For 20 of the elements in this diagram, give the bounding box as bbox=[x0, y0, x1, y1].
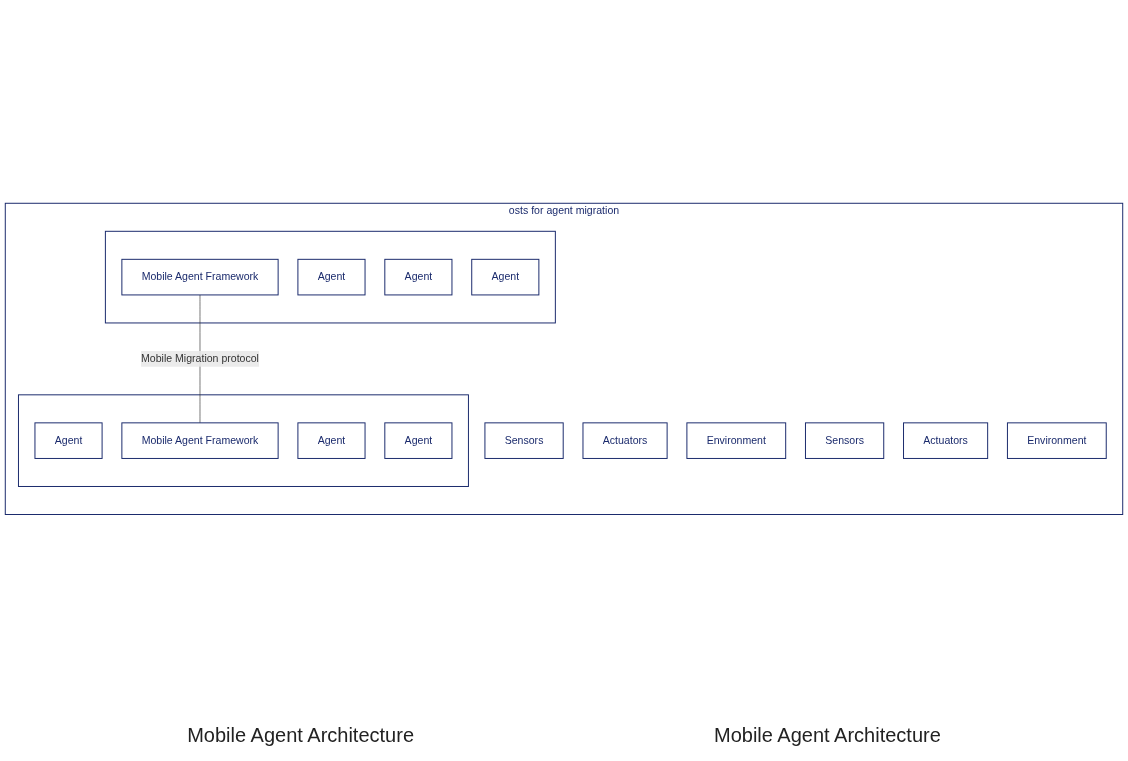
architecture-caption: Mobile Agent Architecture bbox=[714, 724, 941, 747]
node-box: Environment bbox=[686, 422, 787, 460]
node-box: Actuators bbox=[582, 422, 668, 460]
node-box: Agent bbox=[384, 258, 453, 296]
node-box: Agent bbox=[34, 422, 103, 460]
cluster bbox=[17, 394, 469, 488]
cluster bbox=[104, 230, 556, 324]
node-box: Sensors bbox=[804, 422, 885, 460]
node-box: Mobile Agent Framework bbox=[121, 422, 279, 460]
node-box: Sensors bbox=[484, 422, 564, 460]
connector bbox=[199, 294, 201, 424]
edge-label: Mobile Migration protocol bbox=[141, 353, 259, 365]
node-box: Environment bbox=[1006, 422, 1107, 460]
node-box: Actuators bbox=[903, 422, 989, 460]
node-box: Mobile Agent Framework bbox=[121, 258, 279, 296]
node-box: Agent bbox=[297, 422, 366, 460]
architecture-caption: Mobile Agent Architecture bbox=[187, 724, 414, 747]
node-box: Agent bbox=[471, 258, 540, 296]
node-box: Agent bbox=[384, 422, 453, 460]
node-box: Agent bbox=[297, 258, 366, 296]
